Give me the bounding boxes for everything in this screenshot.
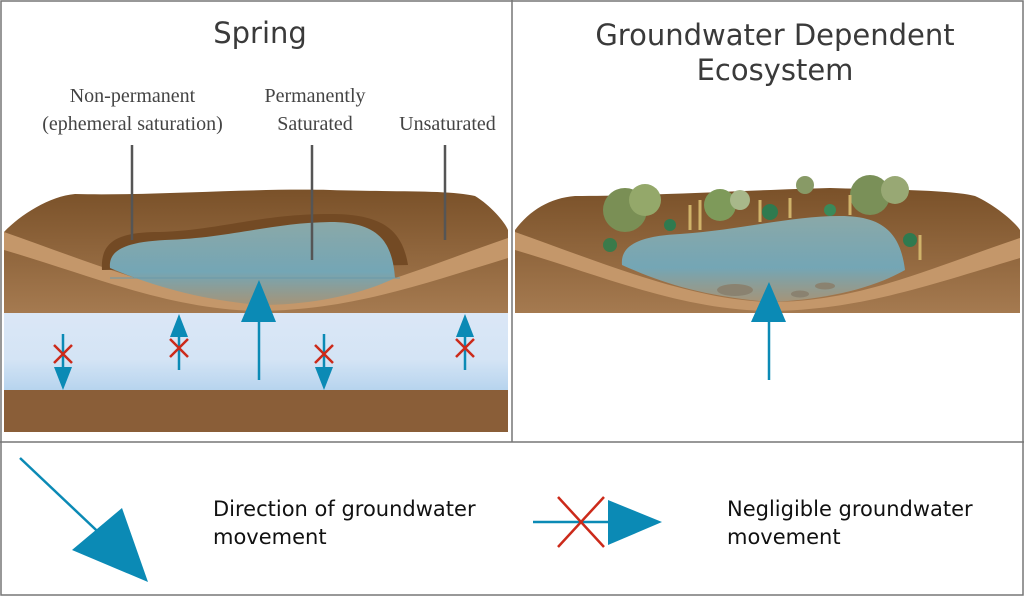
gde-title-line2: Ecosystem [696,53,854,87]
upwelling-arrow [241,280,276,380]
legend-direction-line1: Direction of groundwater [213,497,476,521]
spring-cross-section [4,145,508,432]
label-permanently: Permanently [264,85,366,107]
legend-direction-line2: movement [213,525,327,549]
negligible-arrow [53,314,475,390]
legend-negligible-text: Negligible groundwater movement [727,495,973,551]
vegetation [603,175,922,260]
aquifer-layer [4,313,508,390]
bedrock-layer [4,390,508,432]
legend-negligible-line2: movement [727,525,841,549]
label-unsaturated: Unsaturated [399,113,496,135]
label-non-permanent: Non-permanent (ephemeral saturation) [10,82,255,138]
label-non-permanent-line2: (ephemeral saturation) [42,113,223,135]
gde-pond [621,216,905,302]
gde-title: Groundwater Dependent Ecosystem [560,18,990,88]
legend-direction-arrow-icon [19,457,148,582]
sand-layer [515,232,1020,311]
sand-layer [4,232,508,311]
label-non-permanent-line1: Non-permanent [69,85,196,107]
spring-pond [109,222,395,305]
label-permanently-saturated: Permanently Saturated [245,82,385,138]
legend-direction-text: Direction of groundwater movement [213,495,476,551]
spring-title: Spring [213,16,307,50]
legend-negligible-line1: Negligible groundwater [727,497,973,521]
fish [717,282,835,298]
upwelling-arrow [751,282,786,380]
label-saturated: Saturated [277,113,353,135]
legend-negligible-arrow-icon [533,496,662,548]
gde-title-line1: Groundwater Dependent [595,18,955,52]
gde-cross-section [515,175,1020,380]
